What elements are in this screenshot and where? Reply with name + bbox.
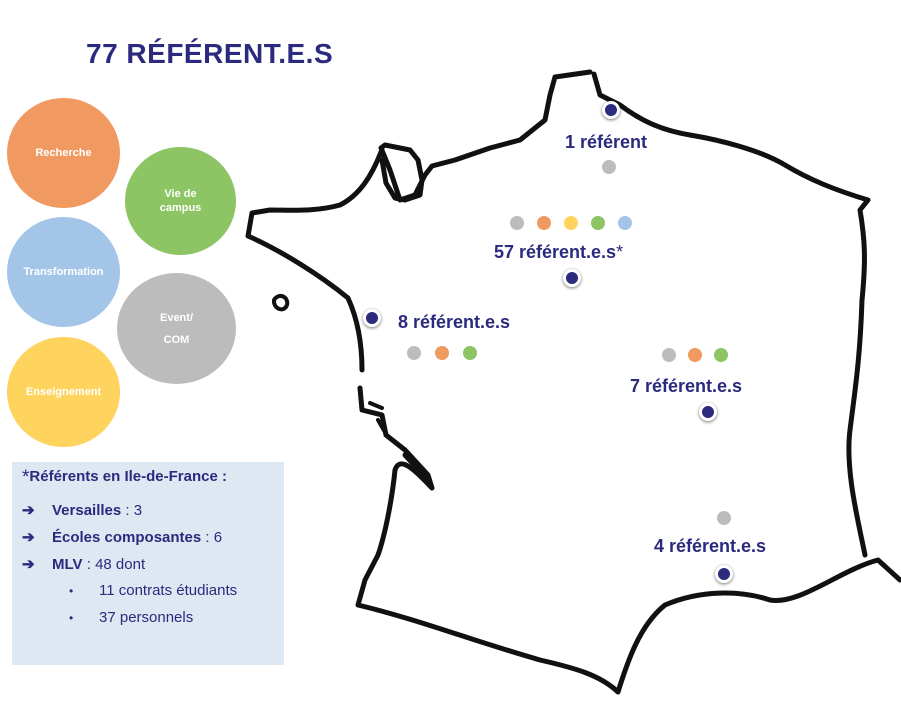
bullet-icon: • (69, 584, 74, 598)
legend-enseignement-label: Enseignement (25, 386, 102, 398)
sub-item-contrats: • 11 contrats étudiants (69, 582, 237, 599)
region-label-idf-text: 57 référent.e.s (494, 242, 617, 262)
legend-vie-line1: Vie de (164, 188, 197, 200)
asterisk-mark: * (616, 242, 624, 262)
asterisk-mark: * (22, 467, 30, 488)
legend-event-label: Event/ COM (160, 307, 193, 351)
category-dot-transformation (618, 216, 632, 230)
legend-vie-label: Vie de campus (160, 187, 202, 215)
ecoles-label: Écoles composantes (52, 529, 202, 546)
legend-vie-de-campus: Vie de campus (125, 147, 236, 255)
location-pin-east (699, 403, 717, 421)
brittany-island (271, 293, 290, 312)
category-dot-event-com (407, 346, 421, 360)
re-island (376, 418, 388, 436)
category-dot-enseignement (564, 216, 578, 230)
page-title: 77 RÉFÉRENT.E.S (86, 38, 334, 69)
bullet-icon: • (69, 611, 74, 625)
legend-recherche: Recherche (7, 98, 120, 208)
list-item-ecoles: ➔ Écoles composantes : 6 (22, 528, 222, 546)
legend-vie-line2: campus (159, 202, 202, 214)
location-pin-north (602, 101, 620, 119)
location-pin-idf (563, 269, 581, 287)
sub-item-personnels-text: 37 personnels (99, 609, 194, 626)
sub-item-contrats-text: 11 contrats étudiants (99, 582, 238, 599)
mlv-value: : 48 dont (82, 556, 146, 573)
mlv-label: MLV (52, 556, 83, 573)
category-dot-recherche (537, 216, 551, 230)
region-label-idf: 57 référent.e.s* (494, 242, 623, 263)
legend-transformation-label: Transformation (23, 266, 104, 278)
category-dot-event-com (662, 348, 676, 362)
location-pin-west (363, 309, 381, 327)
idf-footnote-box: *Référents en Ile-de-France : ➔ Versaille… (12, 462, 284, 665)
legend-event-line2: COM (163, 333, 190, 346)
category-dot-recherche (688, 348, 702, 362)
region-label-west: 8 référent.e.s (398, 312, 511, 332)
footnote-heading: *Référents en Ile-de-France : (22, 467, 227, 489)
oleron-island (368, 401, 384, 410)
legend-transformation: Transformation (7, 217, 120, 327)
region-label-north: 1 référent (565, 132, 648, 152)
arrow-right-icon: ➔ (22, 556, 35, 573)
sub-item-personnels: • 37 personnels (69, 609, 193, 626)
region-label-south: 4 référent.e.s (654, 536, 767, 556)
versailles-value: : 3 (121, 502, 143, 519)
ecoles-value: : 6 (201, 529, 223, 546)
legend-recherche-label: Recherche (35, 147, 92, 159)
category-dot-event-com (717, 511, 731, 525)
legend-event-line1: Event/ (159, 311, 193, 324)
versailles-label: Versailles (52, 502, 122, 519)
france-outline (245, 69, 901, 695)
category-dot-recherche (435, 346, 449, 360)
arrow-right-icon: ➔ (22, 502, 35, 519)
category-dot-event-com (510, 216, 524, 230)
footnote-heading-text: Référents en Ile-de-France : (29, 468, 227, 485)
list-item-versailles: ➔ Versailles : 3 (22, 501, 142, 519)
legend-event-com: Event/ COM (117, 273, 236, 384)
location-pin-south (715, 565, 733, 583)
category-dot-vie-de-campus (463, 346, 477, 360)
arrow-right-icon: ➔ (22, 529, 35, 546)
category-dot-vie-de-campus (714, 348, 728, 362)
gironde-mark (402, 452, 431, 483)
category-dot-event-com (602, 160, 616, 174)
region-label-east: 7 référent.e.s (630, 376, 743, 396)
category-dot-vie-de-campus (591, 216, 605, 230)
legend-enseignement: Enseignement (7, 337, 120, 447)
list-item-mlv: ➔ MLV : 48 dont (22, 555, 145, 573)
